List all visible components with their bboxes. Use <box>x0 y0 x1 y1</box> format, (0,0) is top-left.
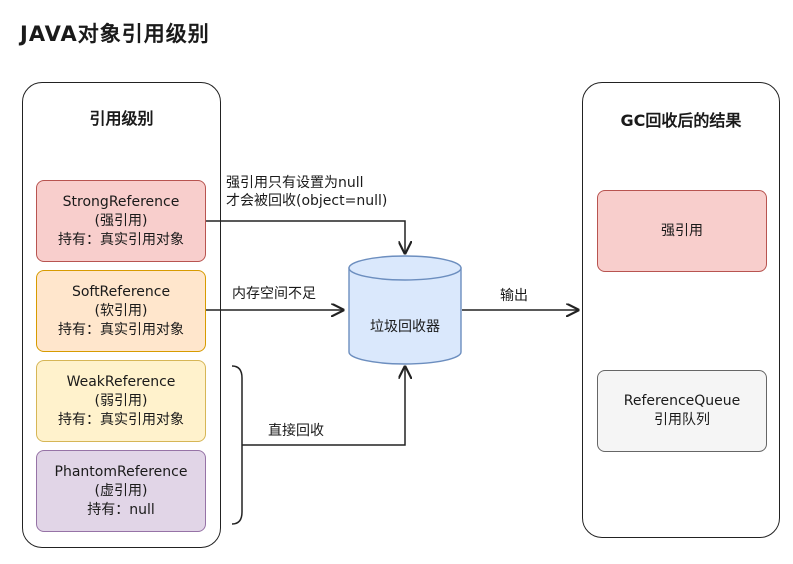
weak-reference-cn: (弱引用) <box>94 392 148 409</box>
weak-reference-name: WeakReference <box>66 373 176 390</box>
strong-reference-name: StrongReference <box>62 193 180 210</box>
direct-to-gc-connector <box>242 367 405 446</box>
strong-reference-holds: 持有：真实引用对象 <box>58 231 184 248</box>
gc-result-panel: GC回收后的结果 <box>582 82 780 538</box>
direct-edge-label: 直接回收 <box>268 423 324 439</box>
page-title: JAVA对象引用级别 <box>20 22 210 46</box>
output-edge-label: 输出 <box>500 288 528 304</box>
soft-reference-box: SoftReference (软引用) 持有：真实引用对象 <box>36 270 206 352</box>
reference-queue-box: ReferenceQueue 引用队列 <box>597 370 767 452</box>
strong-to-gc-connector <box>206 220 405 253</box>
reference-levels-title: 引用级别 <box>89 109 154 128</box>
phantom-reference-name: PhantomReference <box>54 463 188 480</box>
garbage-collector-label: 垃圾回收器 <box>370 319 440 335</box>
weak-reference-box: WeakReference (弱引用) 持有：真实引用对象 <box>36 360 206 442</box>
soft-reference-holds: 持有：真实引用对象 <box>58 321 184 338</box>
soft-edge-label: 内存空间不足 <box>232 286 316 302</box>
weak-reference-holds: 持有：真实引用对象 <box>58 411 184 428</box>
reference-queue-cn: 引用队列 <box>654 412 710 428</box>
soft-reference-cn: (软引用) <box>94 302 148 319</box>
phantom-reference-box: PhantomReference (虚引用) 持有：null <box>36 450 206 532</box>
result-strong-reference-box: 强引用 <box>597 190 767 272</box>
strong-edge-label-line2: 才会被回收(object=null) <box>226 193 388 209</box>
reference-queue-name: ReferenceQueue <box>623 393 741 409</box>
garbage-collector-cylinder <box>348 255 462 365</box>
result-strong-reference-label: 强引用 <box>661 222 703 239</box>
strong-reference-box: StrongReference (强引用) 持有：真实引用对象 <box>36 180 206 262</box>
phantom-reference-cn: (虚引用) <box>94 482 148 499</box>
weak-phantom-bracket <box>231 365 243 525</box>
strong-reference-cn: (强引用) <box>94 212 148 229</box>
strong-edge-label-line1: 强引用只有设置为null <box>226 175 364 191</box>
soft-reference-name: SoftReference <box>71 283 171 300</box>
gc-result-title: GC回收后的结果 <box>620 111 742 130</box>
phantom-reference-holds: 持有：null <box>87 501 155 518</box>
